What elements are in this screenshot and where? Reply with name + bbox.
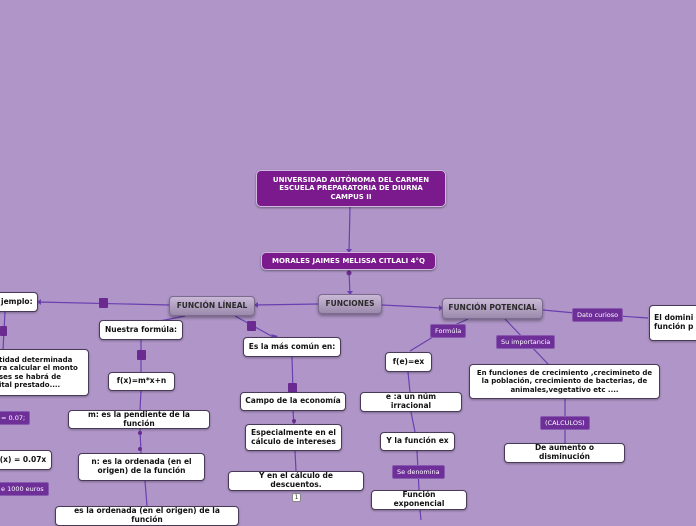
m-pendiente-label: m: es la pendiente de la función	[88, 409, 190, 428]
mas-comun-label: Es la más común en:	[248, 341, 336, 351]
arrowhead-author	[346, 249, 352, 253]
connector-dot-n	[138, 447, 142, 451]
n-ordenada-node[interactable]: n: es la ordenada (en el origen) de la f…	[78, 453, 205, 481]
calculos-tag[interactable]: (CALCULOS)	[540, 416, 590, 430]
mas-comun-node[interactable]: Es la más común en:	[243, 337, 341, 357]
dato-curioso-tag[interactable]: Dato curioso	[572, 308, 624, 322]
fx007-label: (x) = 0.07x	[0, 454, 47, 464]
ordenada-bottom-label: es la ordenada (en el origen) de la func…	[74, 506, 220, 524]
collapse-handle-cantidad	[0, 326, 7, 336]
dominio-label: El domini función p	[654, 313, 694, 331]
cantidad-node[interactable]: tidad determinada ra calcular el monto s…	[0, 349, 89, 396]
connector-dot-intereses	[292, 419, 296, 423]
author-node[interactable]: MORALES JAIMES MELISSA CITLALI 4°Q	[261, 252, 436, 270]
arrowhead-comun	[271, 334, 278, 339]
denomina-tag-label: Se denomina	[397, 468, 440, 476]
rate-tag[interactable]: = 0.07;	[0, 411, 31, 425]
crecimiento-label: En funciones de crecimiento ,crecimineto…	[476, 369, 653, 394]
connector-dot-author	[346, 270, 352, 276]
author-label: MORALES JAIMES MELISSA CITLALI 4°Q	[272, 256, 425, 265]
connector-intereses-descuentos	[294, 450, 297, 472]
importancia-tag[interactable]: Su importancia	[496, 335, 556, 349]
nuestra-formula-label: Nuestra formúla:	[104, 324, 178, 334]
collapse-handle-campo	[288, 383, 297, 393]
funcion-exponencial-label: Función exponencial	[393, 490, 445, 508]
fx-mxn-node[interactable]: f(x)=m*x+n	[108, 372, 175, 391]
y-funcion-ex-node[interactable]: Y la función ex	[380, 432, 455, 451]
calculo-descuentos-node[interactable]: Y en el cálculo de descuentos.	[228, 471, 364, 491]
collapse-handle-ejemplo	[99, 298, 108, 308]
y-funcion-ex-label: Y la función ex	[386, 436, 449, 446]
note-marker-icon[interactable]: 1	[292, 493, 301, 502]
dominio-node[interactable]: El domini función p	[649, 305, 696, 341]
connector-fx-m	[139, 390, 142, 411]
aumento-label: De aumento o disminución	[534, 443, 595, 461]
n-ordenada-label: n: es la ordenada (en el origen) de la f…	[91, 457, 192, 475]
collapse-handle-comun	[247, 321, 256, 331]
funcion-lineal-node[interactable]: FUNCIÓN LÍNEAL	[169, 296, 255, 316]
fx007-node[interactable]: (x) = 0.07x	[0, 450, 52, 470]
dato-curioso-tag-label: Dato curioso	[577, 311, 619, 319]
funciones-label: FUNCIONES	[325, 298, 375, 308]
aumento-node[interactable]: De aumento o disminución	[504, 443, 625, 463]
formula-tag-label: Formúla	[435, 327, 462, 335]
funciones-node[interactable]: FUNCIONES	[318, 294, 382, 314]
root-node[interactable]: UNIVERSIDAD AUTÓNOMA DEL CARMEN ESCUELA …	[256, 170, 446, 207]
crecimiento-node[interactable]: En funciones de crecimiento ,crecimineto…	[469, 364, 660, 399]
ejemplo-node[interactable]: jemplo:	[0, 292, 38, 312]
calculo-intereses-label: Especialmente en el cálculo de intereses	[251, 427, 336, 446]
funcion-potencial-node[interactable]: FUNCIÓN POTENCIAL	[442, 298, 543, 319]
e-irracional-node[interactable]: e :a un núm irracional	[360, 392, 462, 412]
rate-label: = 0.07;	[1, 414, 26, 422]
connector-dot-m	[138, 431, 142, 435]
mil-euros-tag[interactable]: e 1000 euros	[0, 482, 49, 496]
fe-ex-node[interactable]: f(e)=ex	[385, 352, 432, 372]
campo-economia-node[interactable]: Campo de la economía	[240, 392, 346, 411]
mil-euros-label: e 1000 euros	[1, 485, 44, 493]
arrowhead-ejemplo	[37, 299, 41, 305]
calculos-tag-label: (CALCULOS)	[545, 419, 585, 427]
ejemplo-label: jemplo:	[1, 296, 33, 306]
m-pendiente-node[interactable]: m: es la pendiente de la función	[68, 410, 210, 429]
connector-funciones-lineal	[254, 303, 319, 306]
calculo-intereses-node[interactable]: Especialmente en el cálculo de intereses	[245, 424, 342, 451]
arrowhead-potencial	[439, 305, 443, 311]
funcion-potencial-label: FUNCIÓN POTENCIAL	[448, 303, 537, 313]
formula-tag[interactable]: Formúla	[430, 324, 467, 338]
connector-n-ordenada	[144, 480, 148, 507]
root-label: UNIVERSIDAD AUTÓNOMA DEL CARMEN ESCUELA …	[272, 176, 430, 201]
campo-economia-label: Campo de la economía	[245, 396, 341, 406]
connector-e-y	[410, 411, 416, 433]
calculo-descuentos-label: Y en el cálculo de descuentos.	[258, 471, 333, 489]
connector-funciones-potencial	[381, 304, 443, 309]
importancia-tag-label: Su importancia	[501, 338, 551, 346]
nuestra-formula-node[interactable]: Nuestra formúla:	[99, 320, 183, 340]
connector-root-author	[348, 206, 351, 253]
connector-fe-e	[407, 371, 411, 393]
ordenada-bottom-node[interactable]: es la ordenada (en el origen) de la func…	[55, 506, 239, 526]
fx-mxn-label: f(x)=m*x+n	[116, 376, 167, 386]
denomina-tag[interactable]: Se denomina	[392, 465, 445, 479]
e-irracional-label: e :a un núm irracional	[385, 392, 437, 410]
collapse-handle-formula	[137, 350, 146, 360]
cantidad-label: tidad determinada ra calcular el monto s…	[0, 356, 78, 389]
arrowhead-lineal	[254, 302, 258, 308]
arrowhead-funciones	[347, 291, 353, 295]
connector-exponencial-down	[419, 509, 422, 520]
funcion-exponencial-node[interactable]: Función exponencial	[371, 490, 467, 510]
funcion-lineal-label: FUNCIÓN LÍNEAL	[176, 300, 248, 310]
fe-ex-label: f(e)=ex	[392, 356, 425, 366]
note-marker-label: 1	[294, 494, 299, 501]
